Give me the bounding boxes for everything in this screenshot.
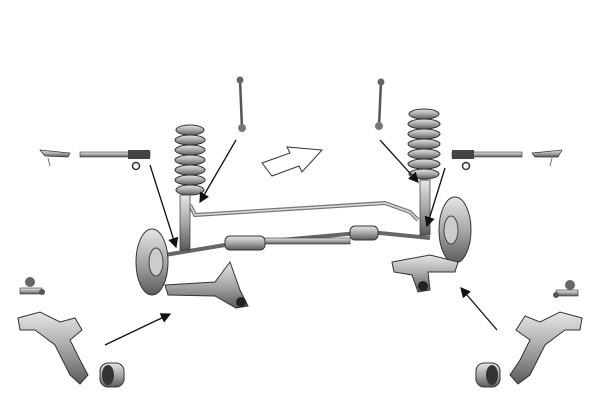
pointer-arrow <box>379 139 419 183</box>
coil-spring-left <box>174 124 206 196</box>
direction-arrow-icon <box>261 146 324 177</box>
brake-drum-left <box>135 194 191 296</box>
pointer-arrow <box>104 313 172 346</box>
ball-joint-left <box>19 277 45 295</box>
tie-rod-left <box>79 150 151 159</box>
pointer-arrow <box>460 287 498 331</box>
tie-rod-end-right <box>531 149 563 167</box>
cv-boot-left <box>224 235 266 251</box>
seal-ring-left <box>131 161 141 171</box>
control-arm-right <box>509 311 583 385</box>
stabilizer-link-right <box>375 78 385 130</box>
brake-drum-right <box>419 179 472 264</box>
pointer-arrow <box>149 164 179 249</box>
coil-spring-right <box>407 108 441 180</box>
stabilizer-link-left <box>236 76 246 132</box>
bushing-right <box>475 362 501 388</box>
lower-arm-installed-right <box>391 254 459 293</box>
cv-boot-right <box>349 225 379 241</box>
axle-shaft <box>164 225 431 257</box>
tie-rod-end-left <box>39 149 71 167</box>
lower-arm-installed-left <box>164 260 249 309</box>
stabilizer-bar <box>188 200 420 222</box>
control-arm-left <box>17 311 89 385</box>
ball-joint-right <box>553 280 579 298</box>
pointer-arrow <box>424 167 446 228</box>
pointer-arrow <box>199 139 237 204</box>
tie-rod-right <box>451 150 523 159</box>
seal-ring-right <box>461 161 471 171</box>
bushing-left <box>99 362 125 388</box>
